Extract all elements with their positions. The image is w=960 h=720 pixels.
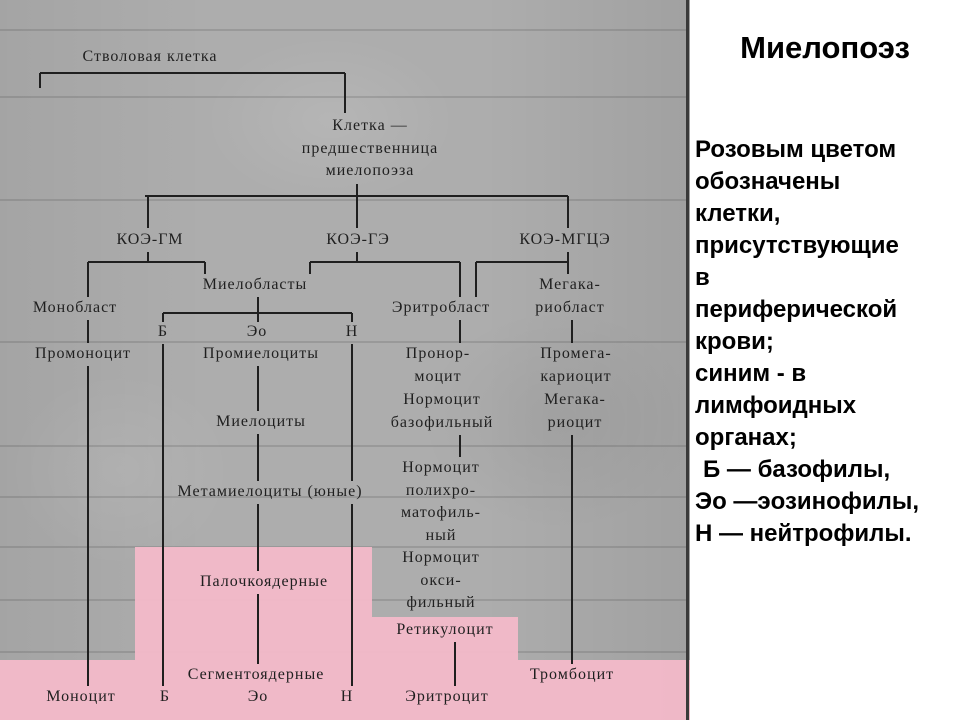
label-line: ный xyxy=(425,527,457,545)
label-metamyelocytes: Метамиелоциты (юные) xyxy=(177,483,363,500)
label-line: Пронор- xyxy=(405,345,471,362)
panel-divider xyxy=(686,0,689,720)
legend-line: синим - в xyxy=(695,360,807,387)
legend-line: органах; xyxy=(695,424,797,451)
label-line: миелопоэза xyxy=(325,162,415,180)
label-line: риобласт xyxy=(535,298,605,316)
label-line: Мегака- xyxy=(539,276,601,293)
label-cfu-gm: КОЭ-ГМ xyxy=(116,231,184,248)
label-megakaryocyte: Мегака- риоцит xyxy=(544,389,606,434)
label-myelopoiesis-progenitor: Клетка — предшественница миелопоэза xyxy=(302,115,438,183)
label-line: Промега- xyxy=(540,345,612,362)
legend-line: в xyxy=(695,264,710,291)
label-line: кариоцит xyxy=(540,367,612,385)
peripheral-blood-highlight xyxy=(0,547,690,720)
diagram-graphics xyxy=(0,29,690,720)
legend-line: клетки, xyxy=(695,200,781,227)
label-basophilic-normocyte: Нормоцит базофильный xyxy=(391,389,494,434)
legend-line: присутствующие xyxy=(695,232,899,259)
label-line: базофильный xyxy=(390,413,494,431)
label-line: Клетка — xyxy=(332,117,408,134)
label-line: фильный xyxy=(406,594,476,612)
label-mature-neutrophil: Н xyxy=(340,688,354,705)
label-line: предшественница xyxy=(301,139,439,157)
label-line: Нормоцит xyxy=(402,459,480,476)
label-line: полихро- xyxy=(405,481,477,499)
label-branch-eosinophil: Эо xyxy=(246,323,268,340)
label-oxyphilic-normocyte: Нормоцит окси- фильный xyxy=(402,547,480,615)
legend-line: обозначены xyxy=(695,168,841,195)
legend-line: Эо —эозинофилы, xyxy=(695,488,920,515)
legend-panel: Миелопоэз Розовым цветом обозначены клет… xyxy=(690,0,960,720)
label-branch-neutrophil: Н xyxy=(345,323,359,340)
label-band-cells: Палочкоядерные xyxy=(199,573,329,590)
label-mature-eosinophil: Эо xyxy=(247,688,269,705)
label-line: матофиль- xyxy=(400,504,482,522)
label-stem-cell: Стволовая клетка xyxy=(82,48,218,65)
label-promyelocytes: Промиелоциты xyxy=(203,345,319,362)
label-cfu-mgce: КОЭ-МГЦЭ xyxy=(519,231,611,248)
label-myelocytes: Миелоциты xyxy=(216,413,306,430)
connector-lines xyxy=(39,72,573,686)
legend-line: Н — нейтрофилы. xyxy=(695,520,912,547)
label-promonocyte: Промоноцит xyxy=(34,345,132,362)
label-line: Нормоцит xyxy=(403,391,481,408)
legend-line: Розовым цветом xyxy=(695,136,897,163)
label-line: моцит xyxy=(414,367,462,385)
label-promegakaryocyte: Промега- кариоцит xyxy=(540,343,611,388)
label-line: окси- xyxy=(420,571,462,589)
label-erythroblast: Эритробласт xyxy=(391,299,491,316)
label-erythrocyte: Эритроцит xyxy=(405,688,489,705)
label-mature-basophil: Б xyxy=(159,688,171,705)
legend-line: периферической xyxy=(695,296,898,323)
label-segmented-cells: Сегментоядерные xyxy=(187,666,325,683)
label-line: Мегака- xyxy=(544,391,606,408)
label-line: риоцит xyxy=(547,413,603,431)
label-polychromatic-normocyte: Нормоцит полихро- матофиль- ный xyxy=(401,457,481,548)
label-cfu-ge: КОЭ-ГЭ xyxy=(326,231,390,248)
label-branch-basophil: Б xyxy=(157,323,169,340)
legend-line: лимфоидных xyxy=(695,392,857,419)
label-line: Нормоцит xyxy=(402,549,480,566)
label-reticulocyte: Ретикулоцит xyxy=(396,621,494,638)
label-monoblast: Монобласт xyxy=(32,299,118,316)
myelopoiesis-diagram: Стволовая клетка Клетка — предшественниц… xyxy=(0,0,690,720)
label-myeloblasts: Миелобласты xyxy=(202,276,308,293)
legend-line: крови; xyxy=(695,328,774,355)
label-megakaryoblast: Мегака- риобласт xyxy=(535,274,604,319)
slide-title: Миелопоэз xyxy=(740,30,910,65)
label-thrombocyte: Тромбоцит xyxy=(529,666,615,683)
label-pronormocyte: Пронор- моцит xyxy=(406,343,470,388)
legend-line: Б — базофилы, xyxy=(703,456,891,483)
legend-text: Розовым цветом обозначены клетки, присут… xyxy=(695,134,957,550)
label-monocyte: Моноцит xyxy=(46,688,116,705)
